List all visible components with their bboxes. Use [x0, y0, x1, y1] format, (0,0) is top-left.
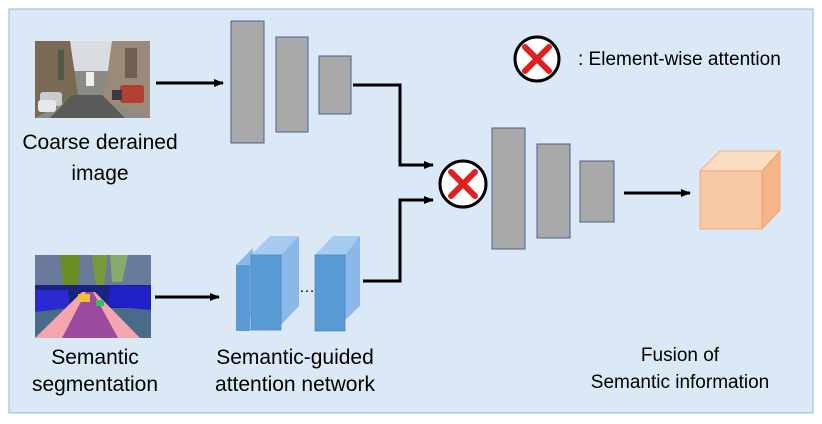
fusion-block-1 [491, 127, 526, 250]
network-to-attention-arrow [363, 196, 434, 283]
encoder-block-2 [275, 36, 309, 133]
encoder-block-1 [230, 20, 265, 144]
legend-label: : Element-wise attention [578, 49, 781, 70]
segmentation-label-line1: Semantic [51, 346, 139, 369]
attention-network-block-2 [250, 236, 299, 331]
fusion-label-line1: Fusion of [640, 345, 720, 366]
network-label-line1: Semantic-guided [216, 346, 374, 369]
element-wise-attention-operator [438, 159, 488, 209]
input-image-label-line2: image [71, 162, 129, 185]
network-label-line2: attention network [215, 373, 375, 396]
attention-network-block-1 [236, 248, 253, 331]
segmentation-label-line2: segmentation [31, 373, 159, 396]
encoder-to-attention-arrow [353, 83, 434, 169]
attention-network-block-3 [314, 236, 360, 332]
input-image-thumbnail [35, 41, 150, 118]
network-ellipsis: … [299, 279, 315, 296]
fusion-label-line2: Semantic information [590, 372, 770, 393]
output-cube [699, 149, 781, 231]
segmentation-map-thumbnail [35, 255, 151, 338]
encoder-block-3 [318, 55, 352, 115]
legend-attention-symbol [513, 35, 561, 83]
fusion-block-3 [579, 160, 615, 223]
input-image-label-line1: Coarse derained [22, 131, 178, 154]
fusion-block-2 [536, 143, 571, 239]
